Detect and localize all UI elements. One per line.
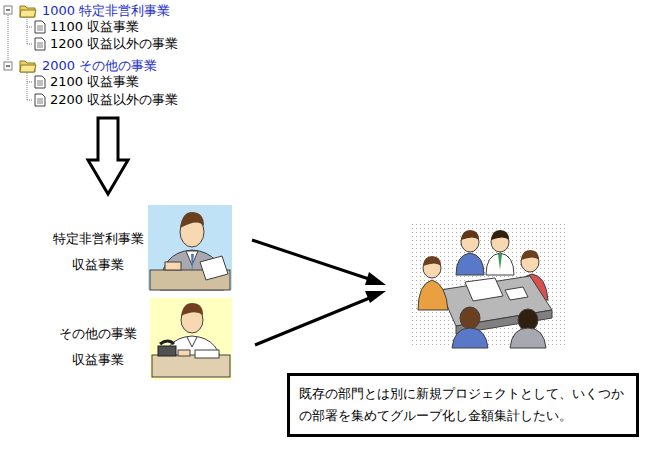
person-illustration [148,205,232,290]
person-label: 収益事業 [72,352,124,368]
tree-folder-label: 1000 特定非営利事業 [42,3,170,19]
merge-arrow [252,240,386,345]
meeting-illustration [412,222,568,348]
tree-item-label: 1100 収益事業 [50,19,139,35]
note-box: 既存の部門とは別に新規プロジェクトとして、いくつかの部署を集めてグループ化し金額… [287,373,639,437]
folder-icon [20,6,36,72]
tree-item-label: 1200 収益以外の事業 [50,36,178,52]
down-arrow [88,118,128,194]
tree-folder-label: 2000 その他の事業 [42,58,157,74]
collapse-box [4,6,12,70]
person-label: 収益事業 [72,257,124,273]
person-illustration [150,298,232,380]
note-text: 既存の部門とは別に新規プロジェクトとして、いくつかの部署を集めてグループ化し金額… [299,383,627,427]
person-label: その他の事業 [59,326,137,342]
tree-item-label: 2100 収益事業 [50,74,139,90]
tree-item-label: 2200 収益以外の事業 [50,92,178,108]
person-label: 特定非営利事業 [53,231,144,247]
tree-lines [8,15,33,100]
